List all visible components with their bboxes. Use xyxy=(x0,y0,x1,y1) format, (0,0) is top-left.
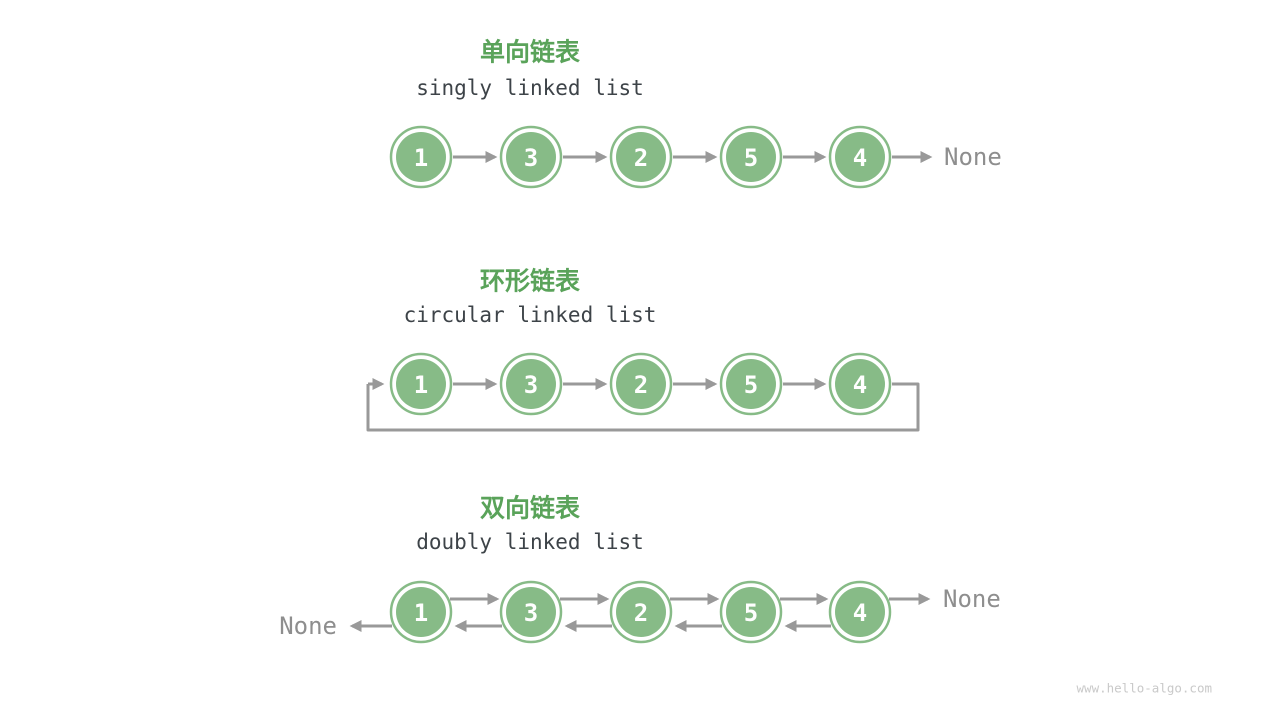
node-value: 5 xyxy=(744,371,758,399)
node: 1 xyxy=(389,125,453,189)
loop-back-path xyxy=(366,382,920,432)
node: 5 xyxy=(719,352,783,416)
none-label-head: None xyxy=(279,612,337,640)
node-value: 4 xyxy=(853,599,867,627)
node-value: 5 xyxy=(744,144,758,172)
node: 4 xyxy=(828,580,892,644)
node: 2 xyxy=(609,352,673,416)
section-singly-linked-list: 单向链表 singly linked list 1 3 2 5 xyxy=(389,38,1002,189)
node-value: 5 xyxy=(744,599,758,627)
node: 1 xyxy=(389,352,453,416)
section-subtitle: doubly linked list xyxy=(416,530,644,554)
node-value: 2 xyxy=(634,144,648,172)
node-value: 3 xyxy=(524,599,538,627)
section-title: 环形链表 xyxy=(480,267,581,296)
node: 5 xyxy=(719,580,783,644)
node-value: 3 xyxy=(524,371,538,399)
section-circular-linked-list: 环形链表 circular linked list 1 3 2 5 xyxy=(366,267,920,432)
watermark: www.hello-algo.com xyxy=(1077,681,1212,696)
node-value: 2 xyxy=(634,371,648,399)
none-label-tail: None xyxy=(943,585,1001,613)
node-value: 1 xyxy=(414,371,428,399)
section-title: 单向链表 xyxy=(480,38,581,67)
node: 2 xyxy=(609,125,673,189)
section-title: 双向链表 xyxy=(480,494,581,523)
node-value: 1 xyxy=(414,599,428,627)
none-label: None xyxy=(944,143,1002,171)
node-value: 4 xyxy=(853,371,867,399)
section-doubly-linked-list: 双向链表 doubly linked list 1 3 2 xyxy=(279,494,1001,644)
node: 3 xyxy=(499,580,563,644)
node-value: 2 xyxy=(634,599,648,627)
section-subtitle: singly linked list xyxy=(416,76,644,100)
node: 1 xyxy=(389,580,453,644)
node: 4 xyxy=(828,125,892,189)
node-value: 4 xyxy=(853,144,867,172)
node-value: 1 xyxy=(414,144,428,172)
node: 3 xyxy=(499,125,563,189)
section-subtitle: circular linked list xyxy=(404,303,657,327)
node: 4 xyxy=(828,352,892,416)
node: 2 xyxy=(609,580,673,644)
node-value: 3 xyxy=(524,144,538,172)
node: 3 xyxy=(499,352,563,416)
node: 5 xyxy=(719,125,783,189)
